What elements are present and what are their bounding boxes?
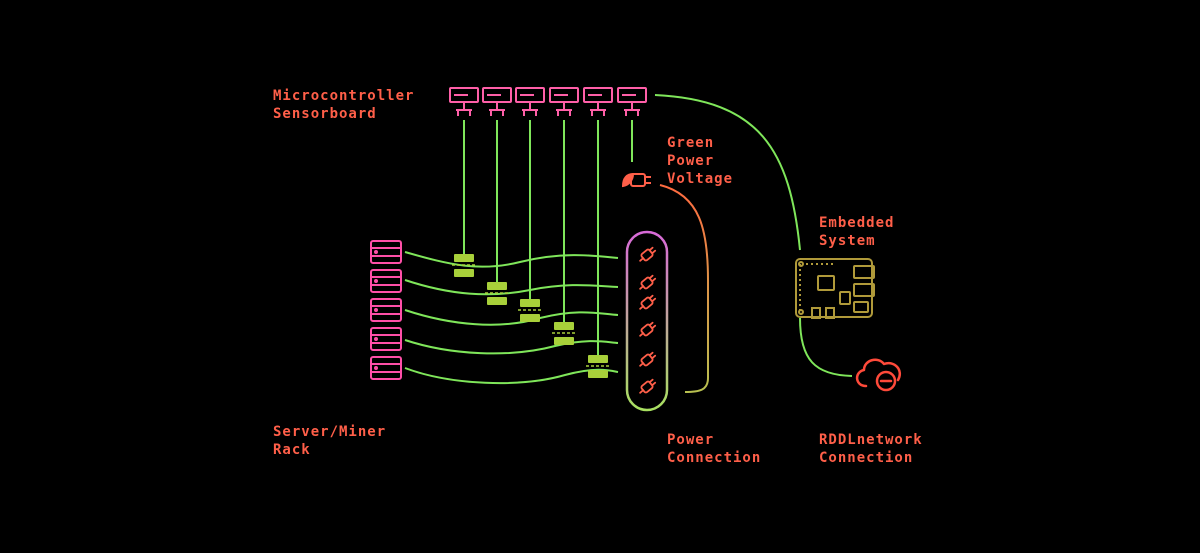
- label-green-power-voltage: Green Power Voltage: [667, 134, 733, 188]
- label-line: Rack: [273, 442, 311, 458]
- microcontroller-sensor-icon: [482, 87, 512, 116]
- label-line: System: [819, 233, 876, 249]
- server-cable: [404, 309, 619, 326]
- label-line: Sensorboard: [273, 106, 377, 122]
- label-line: Voltage: [667, 171, 734, 187]
- server-unit-icon: [370, 240, 402, 264]
- microcontroller-sensors: [449, 87, 647, 116]
- server-cable: [404, 339, 619, 355]
- microcontroller-sensor-icon: [515, 87, 545, 116]
- cloud-network-icon: [855, 358, 901, 392]
- current-clamp-icon: [552, 322, 576, 345]
- label-line: Microcontroller: [273, 88, 415, 104]
- plug-socket-icon: [639, 351, 657, 367]
- current-clamps: [452, 254, 610, 378]
- plug-socket-icon: [639, 246, 657, 262]
- label-power-connection: Power Connection: [667, 431, 761, 467]
- label-line: Power: [667, 153, 715, 169]
- label-rddlnetwork-connection: RDDLnetwork Connection: [819, 431, 923, 467]
- label-line: Connection: [819, 450, 914, 466]
- server-unit-icon: [370, 356, 402, 380]
- label-line: Connection: [667, 450, 762, 466]
- label-microcontroller-sensorboard: Microcontroller Sensorboard: [273, 87, 414, 123]
- current-clamp-icon: [586, 355, 610, 378]
- server-rack: [370, 240, 402, 380]
- server-cable: [404, 251, 619, 268]
- power-strip-body: [625, 230, 669, 412]
- plug-socket-icon: [639, 321, 657, 337]
- microcontroller-sensor-icon: [449, 87, 479, 116]
- embedded-to-cloud-wire: [799, 317, 853, 377]
- plug-socket-icon: [639, 274, 657, 290]
- label-line: Embedded: [819, 215, 895, 231]
- label-server-miner-rack: Server/Miner Rack: [273, 423, 386, 459]
- green-power-plug-icon: [621, 172, 651, 188]
- plug-sockets: [639, 246, 657, 394]
- label-embedded-system: Embedded System: [819, 214, 894, 250]
- embedded-board-icon: [795, 258, 875, 319]
- current-clamp-icon: [518, 299, 542, 322]
- sensor-to-embedded-wire: [654, 94, 801, 251]
- server-cable: [404, 279, 619, 296]
- server-unit-icon: [370, 269, 402, 293]
- sensor-wires: [463, 120, 633, 355]
- embedded-wires: [654, 94, 853, 377]
- server-cables: [404, 251, 619, 385]
- power-strip: [625, 230, 669, 412]
- label-line: RDDLnetwork: [819, 432, 923, 448]
- server-unit-icon: [370, 298, 402, 322]
- server-unit-icon: [370, 327, 402, 351]
- label-line: Server/Miner: [273, 424, 387, 440]
- plug-socket-icon: [639, 294, 657, 310]
- current-clamp-icon: [485, 282, 509, 305]
- microcontroller-sensor-icon: [617, 87, 647, 116]
- current-clamp-icon: [452, 254, 476, 277]
- green-power-cable: [659, 184, 709, 393]
- microcontroller-sensor-icon: [583, 87, 613, 116]
- server-cable: [404, 367, 619, 385]
- microcontroller-sensor-icon: [549, 87, 579, 116]
- label-line: Power: [667, 432, 715, 448]
- label-line: Green: [667, 135, 715, 151]
- plug-socket-icon: [639, 378, 657, 394]
